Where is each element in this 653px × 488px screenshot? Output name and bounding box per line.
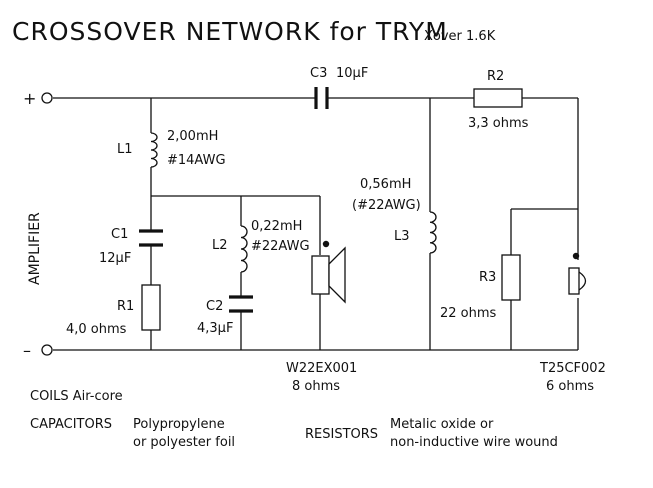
l2-value: 0,22mH [251, 219, 302, 234]
resistor-r3 [501, 254, 521, 301]
capacitor-c2 [229, 295, 253, 313]
inductor-l2 [240, 225, 248, 273]
tweeter-speaker-icon [568, 252, 587, 295]
l2-name: L2 [212, 238, 228, 253]
r3-name: R3 [479, 270, 496, 285]
resistor-r2 [473, 88, 523, 108]
l3-value: 0,56mH [360, 177, 411, 192]
l1-wire: #14AWG [167, 153, 226, 168]
capacitors-label: CAPACITORS [30, 417, 112, 432]
positive-terminal [41, 92, 53, 104]
r2-name: R2 [487, 69, 504, 84]
r1-value: 4,0 ohms [66, 322, 127, 337]
inductor-l1 [150, 132, 158, 168]
c2-name: C2 [206, 299, 223, 314]
c1-value: 12µF [99, 251, 131, 266]
minus-label: – [23, 341, 31, 360]
page-title: CROSSOVER NETWORK for TRYM [12, 17, 448, 46]
circuit-wires [53, 97, 579, 351]
c2-value: 4,3µF [197, 321, 233, 336]
amplifier-label: AMPLIFIER [27, 212, 43, 285]
resistors-line1: Metalic oxide or [390, 417, 494, 432]
coils-note: COILS Air-core [30, 389, 123, 404]
woofer-speaker-icon [311, 240, 346, 304]
c3-value: 10µF [336, 66, 368, 81]
r2-value: 3,3 ohms [468, 116, 529, 131]
inductor-l3 [429, 211, 437, 254]
l3-name: L3 [394, 229, 410, 244]
capacitors-line1: Polypropylene [133, 417, 225, 432]
page-subtitle: Xover 1.6K [424, 29, 496, 44]
plus-label: + [23, 89, 36, 108]
r1-name: R1 [117, 299, 134, 314]
c1-name: C1 [111, 227, 128, 242]
resistor-r1 [141, 284, 161, 331]
l1-name: L1 [117, 142, 133, 157]
tweeter-impedance: 6 ohms [546, 379, 594, 394]
r3-value: 22 ohms [440, 306, 497, 321]
resistors-label: RESISTORS [305, 427, 378, 442]
woofer-model: W22EX001 [286, 361, 357, 376]
tweeter-model: T25CF002 [539, 361, 606, 376]
capacitor-c1 [139, 229, 163, 247]
l2-wire: #22AWG [251, 239, 310, 254]
capacitor-c3 [314, 87, 329, 109]
capacitors-line2: or polyester foil [133, 435, 235, 450]
resistors-line2: non-inductive wire wound [390, 435, 558, 450]
l1-value: 2,00mH [167, 129, 218, 144]
negative-terminal [41, 344, 53, 356]
c3-name: C3 [310, 66, 327, 81]
woofer-impedance: 8 ohms [292, 379, 340, 394]
l3-wire: (#22AWG) [352, 198, 421, 213]
